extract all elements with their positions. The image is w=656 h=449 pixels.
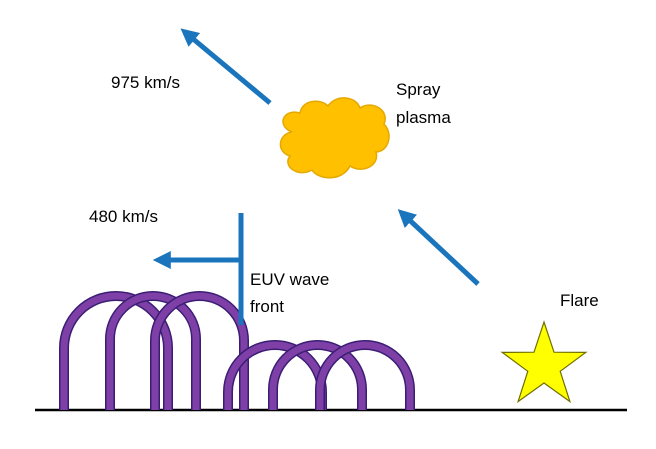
magnetic-loop [106, 292, 200, 410]
magnetic-loops [59, 291, 415, 410]
flare-star-icon [500, 320, 588, 404]
spray-plasma-label-line2: plasma [396, 108, 451, 127]
spray-plasma-arrow [180, 28, 272, 105]
spray-plasma-label-line1: Spray [396, 80, 441, 99]
magnetic-loop [316, 341, 414, 410]
spray-plasma-speed-label: 975 km/s [111, 73, 180, 92]
magnetic-loop [60, 292, 172, 410]
euv-wave-speed-label: 480 km/s [89, 207, 158, 226]
magnetic-loop [269, 341, 366, 410]
euv-wave-label-line2: front [250, 297, 284, 316]
euv-wave-label-line1: EUV wave [250, 270, 329, 289]
flare-label: Flare [560, 291, 599, 310]
spray-plasma-cloud-icon [279, 97, 390, 179]
flare-arrow [397, 209, 480, 286]
